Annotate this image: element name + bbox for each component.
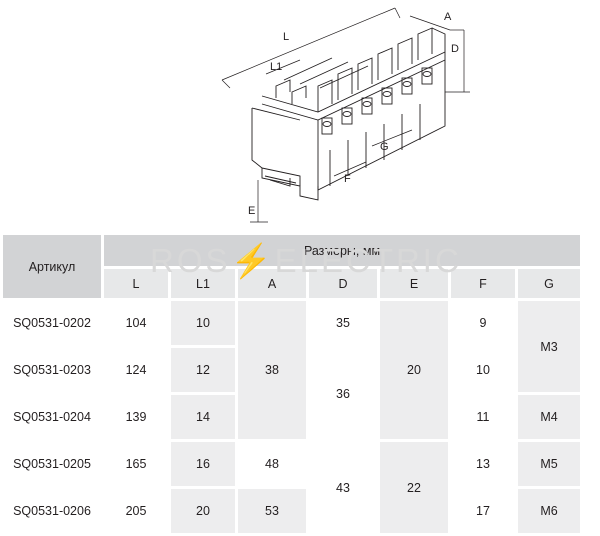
label-G: G: [380, 141, 389, 153]
col-header-L: L: [104, 269, 168, 298]
value-G: M4: [518, 395, 580, 439]
screw-clamps: [321, 67, 433, 135]
col-header-G: G: [518, 269, 580, 298]
article-cell: SQ0531-0206: [3, 489, 101, 533]
value-F: 10: [451, 348, 515, 392]
dimension-lines: [221, 7, 470, 223]
value-L: 165: [104, 442, 168, 486]
din-rail: [251, 107, 319, 201]
dimensions-header: Размеры, мм: [104, 235, 580, 266]
label-A: A: [444, 11, 452, 23]
article-cell: SQ0531-0204: [3, 395, 101, 439]
value-L: 205: [104, 489, 168, 533]
value-L: 104: [104, 301, 168, 345]
value-A: 38: [238, 301, 306, 439]
col-header-E: E: [380, 269, 448, 298]
article-cell: SQ0531-0203: [3, 348, 101, 392]
value-E: 20: [380, 301, 448, 439]
col-header-F: F: [451, 269, 515, 298]
label-L1: L1: [270, 61, 282, 73]
table-row: SQ0531-0204 139 14 11 M4: [3, 395, 580, 439]
value-L1: 10: [171, 301, 235, 345]
value-L1: 12: [171, 348, 235, 392]
value-L1: 14: [171, 395, 235, 439]
value-L1: 20: [171, 489, 235, 533]
label-D: D: [451, 43, 459, 55]
table-row: SQ0531-0202 104 10 38 35 20 9 M3: [3, 301, 580, 439]
col-header-L1: L1: [171, 269, 235, 298]
col-header-D: D: [309, 269, 377, 298]
separator-fins: [275, 27, 446, 112]
col-header-A: A: [238, 269, 306, 298]
label-L: L: [283, 31, 289, 43]
value-A: 48: [238, 442, 306, 486]
value-L: 139: [104, 395, 168, 439]
value-F: 13: [451, 442, 515, 486]
value-L: 124: [104, 348, 168, 392]
table-row: SQ0531-0205 165 16 48 43 22 13 M5: [3, 442, 580, 533]
value-F: 9: [451, 301, 515, 345]
value-L1: 16: [171, 442, 235, 486]
value-G: M5: [518, 442, 580, 486]
value-F: 17: [451, 489, 515, 533]
terminal-block-drawing: L L1 A D G F E: [0, 0, 600, 232]
table-row: SQ0531-0203 124 12 36 10: [3, 348, 580, 439]
label-E: E: [248, 205, 255, 217]
article-header: Артикул: [3, 235, 101, 298]
value-D: 35: [309, 301, 377, 345]
dimensions-table: Артикул Размеры, мм L L1 A D E F G SQ053…: [0, 232, 583, 536]
table-row: SQ0531-0206 205 20 53 17 M6: [3, 489, 580, 533]
value-A: 53: [238, 489, 306, 533]
value-E: 22: [380, 442, 448, 533]
label-F: F: [344, 173, 351, 185]
value-F: 11: [451, 395, 515, 439]
value-D: 36: [309, 348, 377, 439]
value-G: M3: [518, 301, 580, 392]
value-G: M6: [518, 489, 580, 533]
value-D: 43: [309, 442, 377, 533]
article-cell: SQ0531-0202: [3, 301, 101, 345]
article-cell: SQ0531-0205: [3, 442, 101, 486]
